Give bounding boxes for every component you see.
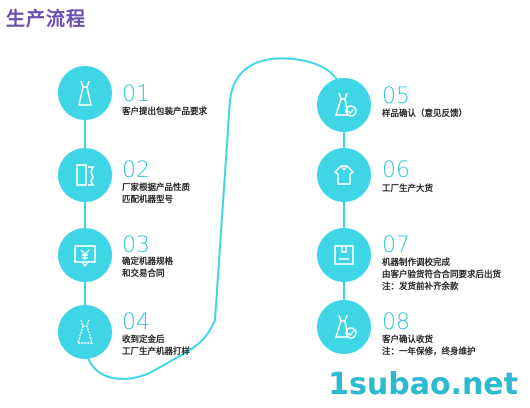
lace-dress-icon [77,319,93,344]
step-7-circle [317,228,371,282]
step-5-number: 05 [382,84,410,109]
step-8-number: 08 [382,310,410,335]
box-icon [334,245,354,265]
dress-check-icon [334,314,357,339]
step-7-number: 07 [382,233,410,258]
step-2-number: 02 [122,158,150,183]
dress-icon [78,80,92,106]
step-6-text: 工厂生产大货 [382,184,434,194]
document-icon [76,164,95,186]
step-6-circle [317,148,371,202]
step-3-text: 确定机器规格 和交易合同 [122,257,174,279]
step-1-text: 客户提出包装产品要求 [122,107,208,117]
step-3-number: 03 [122,233,150,258]
step-8-circle [317,300,371,354]
step-5-circle [317,78,371,132]
hanger-icon [333,165,355,185]
dress-check-icon [334,92,357,117]
step-1-number: 01 [122,82,150,107]
step-4-circle [58,305,112,359]
step-2-text: 厂家根据产品性质 匹配机器型号 [122,183,191,205]
yuan-invoice-icon [74,245,96,268]
step-7-text: 机器制作调校完成 由客户验货符合合同要求后出货 注：发货前补齐余款 [382,258,502,292]
step-6-number: 06 [382,158,410,183]
step-3-circle [58,228,112,282]
step-2-circle [58,148,112,202]
step-8-text: 客户确认收货 注：一年保修，终身维护 [382,335,476,357]
step-1-circle [58,66,112,120]
step-5-text: 样品确认（意见反馈） [382,109,468,119]
watermark: 1subao.net [328,367,518,402]
page-title: 生产流程 [6,8,87,30]
step-4-number: 04 [122,310,150,335]
step-4-text: 收到定金后 工厂生产机器打样 [122,335,191,357]
